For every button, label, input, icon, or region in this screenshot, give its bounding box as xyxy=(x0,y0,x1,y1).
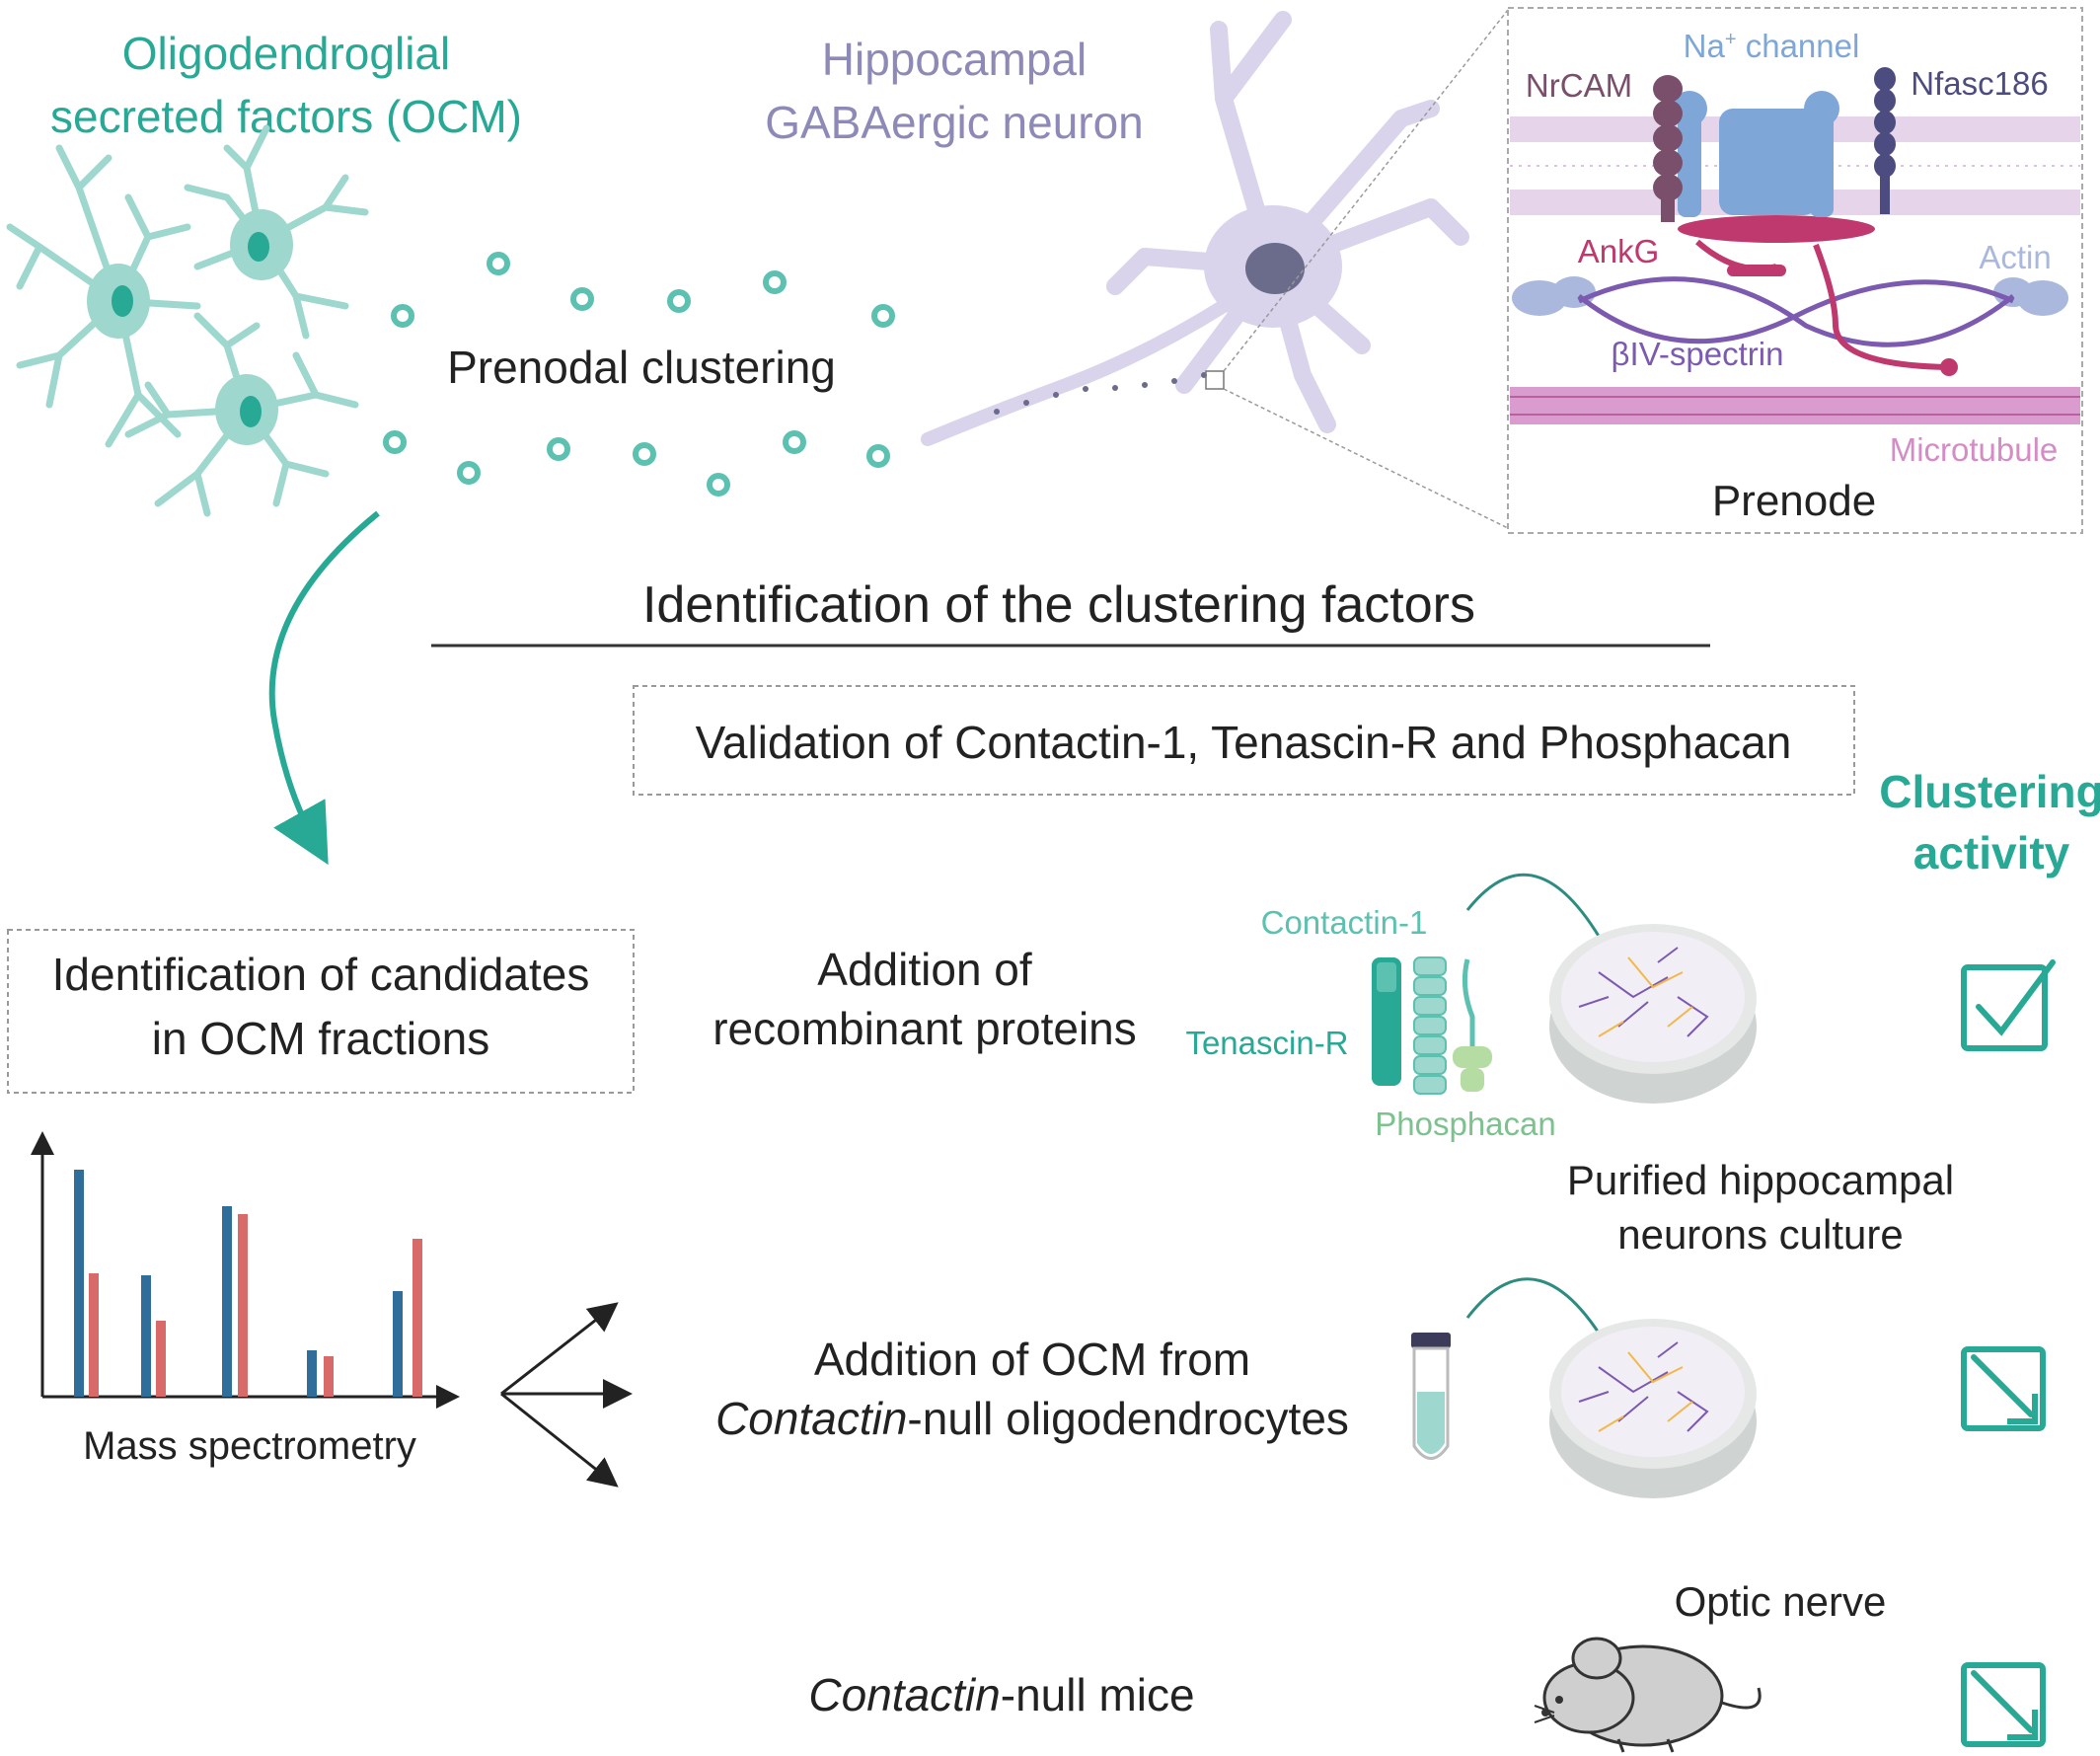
microtubule-label: Microtubule xyxy=(1890,431,2059,468)
candidates-line1: Identification of candidates xyxy=(52,949,590,1000)
validation-box xyxy=(633,685,1855,796)
prenode-label: Prenode xyxy=(1712,477,1876,525)
recombinant-line2: recombinant proteins xyxy=(712,1003,1137,1054)
oligodendrocyte-cells xyxy=(6,124,369,517)
recombinant-line1: Addition of xyxy=(817,944,1032,995)
decrease-arrow-icon xyxy=(1961,1662,2046,1747)
actin-label: Actin xyxy=(1979,239,2051,275)
optic-nerve-label: Optic nerve xyxy=(1675,1578,1887,1625)
purified-line1: Purified hippocampal xyxy=(1567,1157,1954,1203)
culture-dish-1 xyxy=(1549,924,1757,1104)
ankg-label: AnkG xyxy=(1578,233,1660,269)
contactin1-label: Contactin-1 xyxy=(1261,904,1428,941)
gabaergic-neuron xyxy=(921,9,1509,529)
neuron-title-line2: GABAergic neuron xyxy=(765,97,1144,148)
mass-spec-chart xyxy=(31,1131,460,1409)
fork-arrows xyxy=(500,1302,633,1488)
prenodal-clustering-label: Prenodal clustering xyxy=(447,342,836,393)
validation-label: Validation of Contactin-1, Tenascin-R an… xyxy=(696,717,1792,768)
prenode-inset: Na+ channel NrCAM Nfasc186 AnkG Actin βI… xyxy=(1507,7,2083,534)
secreted-factor-dots xyxy=(383,252,895,496)
neuron-title-line1: Hippocampal xyxy=(822,34,1087,85)
culture-dish-2 xyxy=(1549,1319,1757,1498)
ocm-null-line1: Addition of OCM from xyxy=(814,1334,1250,1385)
ocm-title-line2: secreted factors (OCM) xyxy=(50,91,522,142)
ocm-title-line1: Oligodendroglial xyxy=(122,28,450,79)
recombinant-proteins-icon xyxy=(1372,956,1492,1095)
tube-to-culture-arrow xyxy=(1465,1277,1618,1365)
na-channel-label: Na+ channel xyxy=(1684,28,1860,64)
nfasc186-label: Nfasc186 xyxy=(1911,65,2048,102)
clustering-activity-line2: activity xyxy=(1913,827,2070,878)
phosphacan-label: Phosphacan xyxy=(1375,1106,1555,1142)
ocm-null-line2: Contactin-null oligodendrocytes xyxy=(715,1393,1349,1444)
nrcam-label: NrCAM xyxy=(1526,67,1632,104)
ocm-to-candidates-arrow xyxy=(268,510,380,866)
spectrin-label: βIV-spectrin xyxy=(1612,336,1784,372)
test-tube-icon xyxy=(1411,1333,1451,1460)
candidates-box xyxy=(7,929,635,1094)
recombinant-to-culture-arrow xyxy=(1465,873,1618,970)
candidates-line2: in OCM fractions xyxy=(152,1013,490,1064)
purified-line2: neurons culture xyxy=(1617,1211,1904,1258)
mass-spec-label: Mass spectrometry xyxy=(83,1424,416,1468)
decrease-arrow-icon xyxy=(1961,1346,2046,1431)
tenascin-label: Tenascin-R xyxy=(1185,1025,1348,1061)
oligodendrocyte-bodies xyxy=(87,209,293,445)
section-title: Identification of the clustering factors xyxy=(642,576,1475,634)
check-icon xyxy=(1961,959,2056,1051)
mice-label: Contactin-null mice xyxy=(808,1669,1194,1720)
clustering-activity-line1: Clustering xyxy=(1879,766,2100,817)
mouse-icon xyxy=(1534,1637,1762,1753)
